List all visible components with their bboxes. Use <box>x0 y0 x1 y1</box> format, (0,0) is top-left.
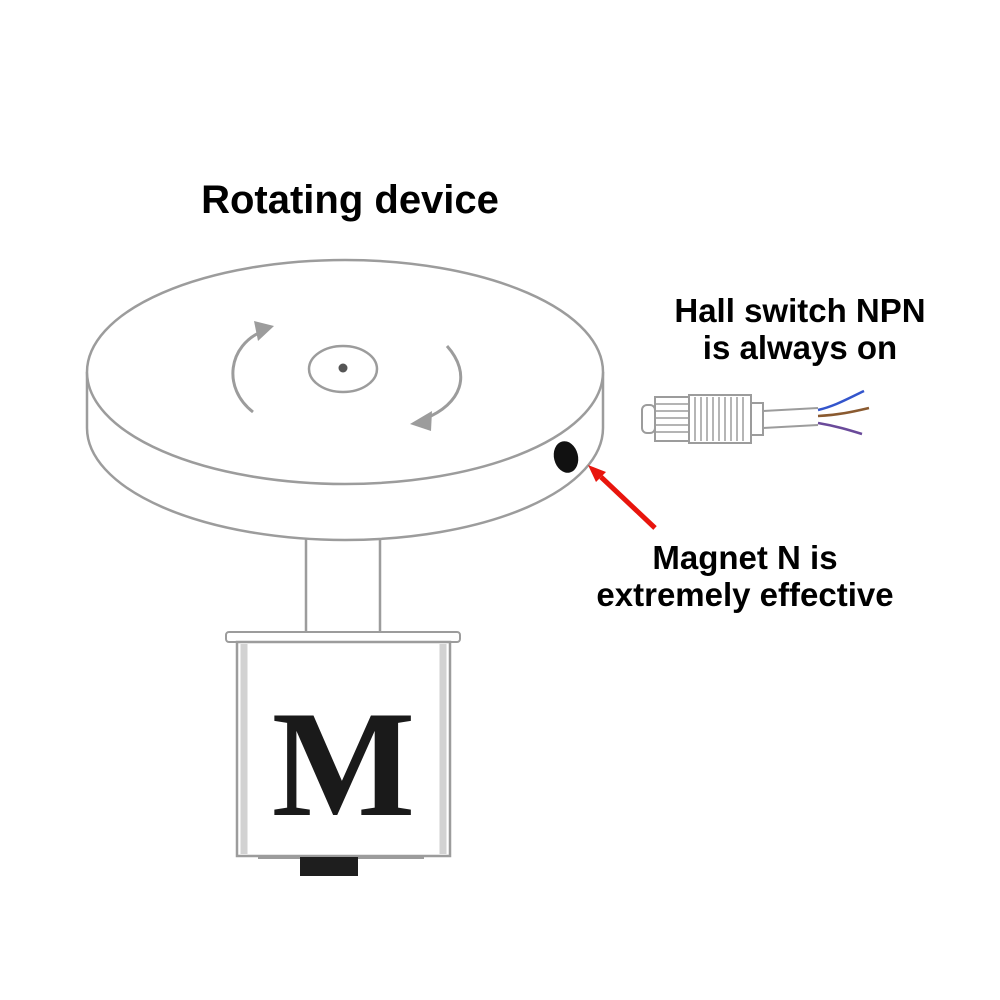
rotation-arrow-right-icon <box>410 345 463 431</box>
title-label: Rotating device <box>201 178 499 222</box>
sensor-tip <box>641 404 656 434</box>
motor-letter: M <box>271 680 416 848</box>
sensor-wires <box>817 389 870 436</box>
hall-switch-label: Hall switch NPN is always on <box>628 292 972 367</box>
hall-sensor-icon <box>641 389 870 444</box>
motor-connector <box>300 857 358 876</box>
magnet-label: Magnet N is extremely effective <box>552 539 938 614</box>
magnet-label-line1: Magnet N is <box>652 539 838 576</box>
motor-body <box>235 640 452 858</box>
magnet-dot <box>553 441 579 473</box>
rotation-arrow-left-icon <box>231 321 274 414</box>
hall-switch-label-line2: is always on <box>702 328 898 366</box>
sensor-ring-lines <box>656 403 688 433</box>
magnet-label-line2: extremely effective <box>596 575 894 613</box>
sensor-thread-lines <box>694 397 744 441</box>
pointer-arrow-icon <box>588 465 657 530</box>
sensor-cable <box>762 407 819 429</box>
sensor-endcap <box>750 402 764 436</box>
sensor-threads <box>688 394 752 444</box>
hub-center-dot <box>338 363 348 373</box>
motor-flange <box>225 631 461 643</box>
hall-switch-label-line1: Hall switch NPN <box>674 292 926 329</box>
rotating-disc <box>85 258 605 542</box>
motor <box>225 631 461 876</box>
